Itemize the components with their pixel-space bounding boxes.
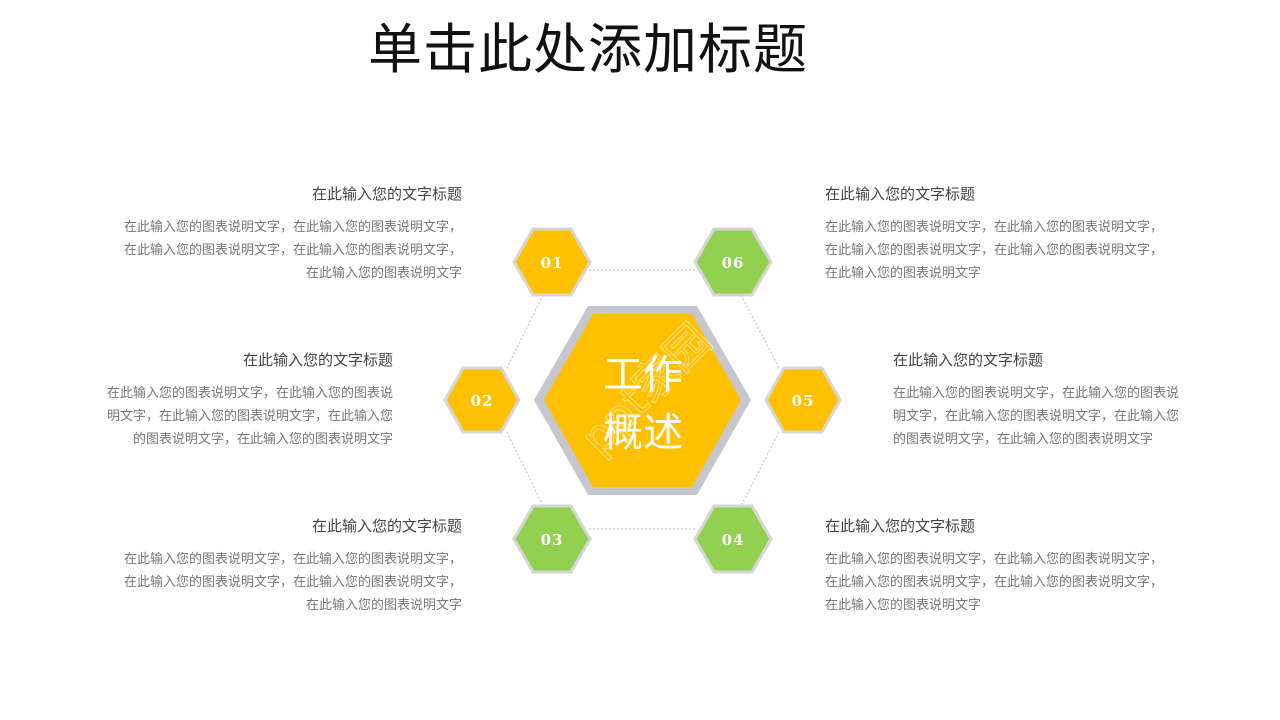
connector-lines — [506, 269, 780, 530]
slide-title[interactable]: 单击此处添加标题 — [368, 18, 808, 81]
block-heading[interactable]: 在此输入您的文字标题 — [311, 517, 462, 535]
block-heading[interactable]: 在此输入您的文字标题 — [825, 517, 976, 535]
desc-line: 在此输入您的图表说明文字，在此输入您的图表说明文字， — [825, 552, 1164, 567]
center-hexagon[interactable]: ppt家园 工作 概述 — [534, 306, 751, 495]
desc-line: 在此输入您的图表说明文字，在此输入您的图表说明文字， — [825, 220, 1164, 235]
text-block-01: 在此输入您的文字标题 在此输入您的图表说明文字，在此输入您的图表说明文字， 在此… — [60, 183, 462, 285]
hexagon-shape — [693, 504, 773, 574]
desc-line: 在此输入您的图表说明文字，在此输入您的图表说明文字， — [123, 220, 462, 235]
hexagon-shape — [693, 227, 773, 297]
hex-number: 05 — [792, 392, 815, 410]
center-title-line2: 概述 — [603, 410, 683, 456]
hexagon-shape — [512, 227, 592, 297]
hex-number: 03 — [541, 531, 564, 549]
block-description[interactable]: 在此输入您的图表说明文字，在此输入您的图表说明文字， 在此输入您的图表说明文字，… — [825, 548, 1227, 617]
hexagon-shape — [443, 366, 521, 434]
hex-node-02[interactable]: 02 — [443, 366, 521, 434]
block-heading[interactable]: 在此输入您的文字标题 — [242, 351, 393, 369]
desc-line: 在此输入您的图表说明文字，在此输入您的图表说明文字， — [123, 243, 462, 258]
desc-line: 在此输入您的图表说明文字，在此输入您的图表说明文字， — [123, 575, 462, 590]
text-block-05: 在此输入您的文字标题 在此输入您的图表说明文字，在此输入您的图表说 明文字，在此… — [893, 349, 1236, 451]
hex-node-06[interactable]: 06 — [693, 227, 773, 297]
hex-node-01[interactable]: 01 — [512, 227, 592, 297]
connector-05-04 — [740, 431, 780, 507]
hex-node-04[interactable]: 04 — [693, 504, 773, 574]
desc-line: 在此输入您的图表说明文字 — [825, 598, 982, 613]
block-heading[interactable]: 在此输入您的文字标题 — [893, 351, 1044, 369]
block-description[interactable]: 在此输入您的图表说明文字，在此输入您的图表说明文字， 在此输入您的图表说明文字，… — [60, 548, 462, 617]
hex-node-05[interactable]: 05 — [764, 366, 842, 434]
hexagon-shape — [512, 504, 592, 574]
text-block-03: 在此输入您的文字标题 在此输入您的图表说明文字，在此输入您的图表说明文字， 在此… — [60, 515, 462, 617]
desc-line: 在此输入您的图表说明文字 — [825, 266, 982, 281]
desc-line: 的图表说明文字，在此输入您的图表说明文字 — [132, 432, 393, 447]
desc-line: 在此输入您的图表说明文字，在此输入您的图表说明文字， — [123, 552, 462, 567]
text-block-06: 在此输入您的文字标题 在此输入您的图表说明文字，在此输入您的图表说明文字， 在此… — [825, 183, 1227, 285]
text-block-02: 在此输入您的文字标题 在此输入您的图表说明文字，在此输入您的图表说 明文字，在此… — [50, 349, 393, 451]
center-title-line1: 工作 — [603, 352, 683, 398]
hexagon-shape — [764, 366, 842, 434]
block-description[interactable]: 在此输入您的图表说明文字，在此输入您的图表说明文字， 在此输入您的图表说明文字，… — [60, 216, 462, 285]
desc-line: 的图表说明文字，在此输入您的图表说明文字 — [893, 432, 1154, 447]
desc-line: 明文字，在此输入您的图表说明文字，在此输入您 — [893, 409, 1180, 424]
desc-line: 在此输入您的图表说明文字，在此输入您的图表说明文字， — [825, 575, 1164, 590]
hex-number: 04 — [722, 531, 745, 549]
block-description[interactable]: 在此输入您的图表说明文字，在此输入您的图表说明文字， 在此输入您的图表说明文字，… — [825, 216, 1227, 285]
desc-line: 明文字，在此输入您的图表说明文字，在此输入您 — [106, 409, 393, 424]
desc-line: 在此输入您的图表说明文字 — [305, 266, 462, 281]
center-hexagon-fill — [544, 314, 741, 487]
block-description[interactable]: 在此输入您的图表说明文字，在此输入您的图表说 明文字，在此输入您的图表说明文字，… — [50, 382, 393, 451]
desc-line: 在此输入您的图表说明文字，在此输入您的图表说 — [106, 386, 393, 401]
block-description[interactable]: 在此输入您的图表说明文字，在此输入您的图表说 明文字，在此输入您的图表说明文字，… — [893, 382, 1236, 451]
hex-number: 06 — [722, 254, 745, 272]
connector-01-02 — [506, 294, 544, 369]
connector-06-05 — [740, 294, 780, 369]
connector-02-03 — [506, 431, 544, 507]
desc-line: 在此输入您的图表说明文字，在此输入您的图表说 — [893, 386, 1180, 401]
block-heading[interactable]: 在此输入您的文字标题 — [311, 185, 462, 203]
hex-number: 02 — [471, 392, 494, 410]
desc-line: 在此输入您的图表说明文字，在此输入您的图表说明文字， — [825, 243, 1164, 258]
hex-node-03[interactable]: 03 — [512, 504, 592, 574]
text-block-04: 在此输入您的文字标题 在此输入您的图表说明文字，在此输入您的图表说明文字， 在此… — [825, 515, 1227, 617]
desc-line: 在此输入您的图表说明文字 — [305, 598, 462, 613]
block-heading[interactable]: 在此输入您的文字标题 — [825, 185, 976, 203]
hex-number: 01 — [541, 254, 564, 272]
